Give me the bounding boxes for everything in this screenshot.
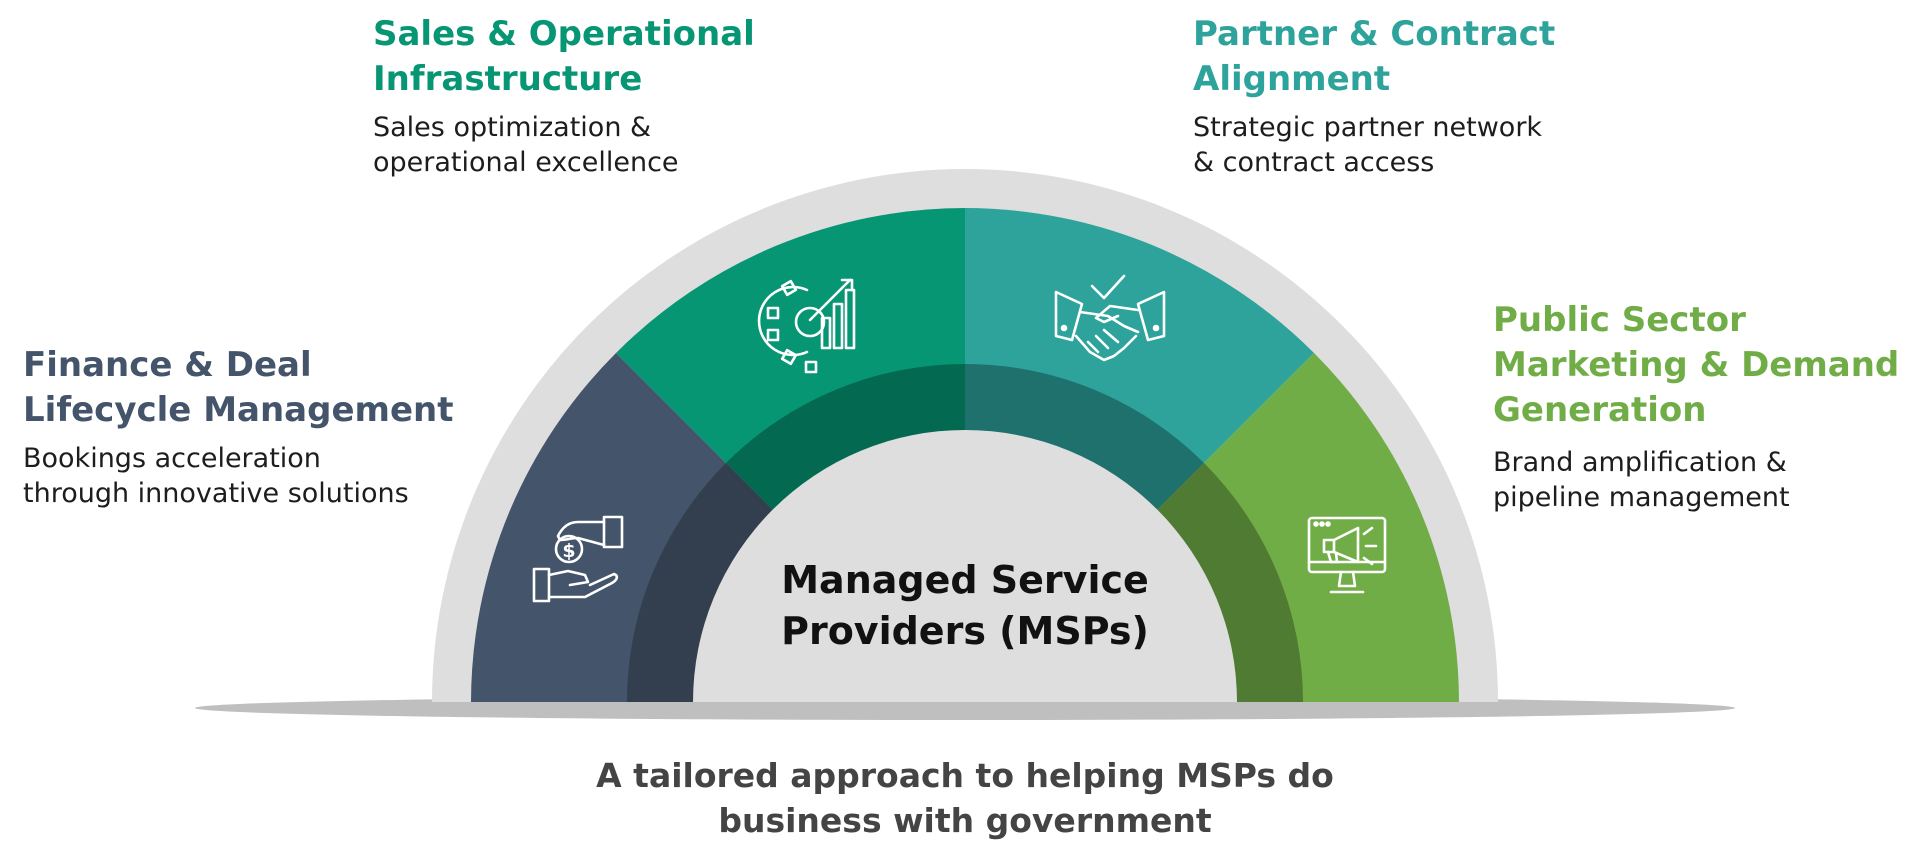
sales-desc-line1: Sales optimization & [373, 112, 652, 143]
partner-title-line2: Alignment [1193, 59, 1391, 99]
finance-title-line1: Finance & Deal [23, 345, 312, 385]
svg-text:$: $ [562, 540, 575, 562]
public-title-line2: Marketing & Demand [1493, 345, 1900, 385]
public-title-line3: Generation [1493, 390, 1707, 430]
partner-title-line1: Partner & Contract [1193, 14, 1556, 54]
partner-contract-block: Partner & Contract Alignment Strategic p… [1193, 12, 1593, 180]
public-title: Public Sector Marketing & Demand Generat… [1493, 298, 1903, 433]
partner-description: Strategic partner network & contract acc… [1193, 110, 1593, 180]
sales-operational-block: Sales & Operational Infrastructure Sales… [373, 12, 803, 180]
public-sector-marketing-block: Public Sector Marketing & Demand Generat… [1493, 298, 1903, 515]
partner-desc-line2: & contract access [1193, 147, 1435, 178]
finance-description: Bookings acceleration through innovative… [23, 441, 463, 511]
tagline-line1: A tailored approach to helping MSPs do [596, 756, 1334, 795]
partner-desc-line1: Strategic partner network [1193, 112, 1543, 143]
public-title-line1: Public Sector [1493, 300, 1746, 340]
center-label: Managed Service Providers (MSPs) [720, 555, 1210, 657]
monitor-megaphone-icon [1307, 516, 1387, 594]
money-exchange-hands-icon: $ [532, 515, 624, 603]
finance-desc-line1: Bookings acceleration [23, 443, 321, 474]
sales-title-line2: Infrastructure [373, 59, 643, 99]
center-label-line1: Managed Service [781, 558, 1149, 602]
tagline: A tailored approach to helping MSPs do b… [520, 753, 1410, 843]
finance-title: Finance & Deal Lifecycle Management [23, 343, 463, 433]
public-desc-line2: pipeline management [1493, 482, 1790, 513]
public-desc-line1: Brand amplification & [1493, 447, 1787, 478]
sales-title-line1: Sales & Operational [373, 14, 755, 54]
finance-desc-line2: through innovative solutions [23, 478, 409, 509]
center-label-line2: Providers (MSPs) [781, 609, 1149, 653]
public-description: Brand amplification & pipeline managemen… [1493, 445, 1903, 515]
sales-desc-line2: operational excellence [373, 147, 679, 178]
sales-description: Sales optimization & operational excelle… [373, 110, 803, 180]
partner-title: Partner & Contract Alignment [1193, 12, 1593, 102]
finance-deal-lifecycle-block: Finance & Deal Lifecycle Management Book… [23, 343, 463, 511]
gear-growth-chart-icon [757, 278, 856, 374]
finance-title-line2: Lifecycle Management [23, 390, 454, 430]
center-circle [693, 430, 1237, 702]
sales-title: Sales & Operational Infrastructure [373, 12, 803, 102]
tagline-line2: business with government [718, 801, 1212, 840]
handshake-check-icon [1054, 274, 1166, 362]
